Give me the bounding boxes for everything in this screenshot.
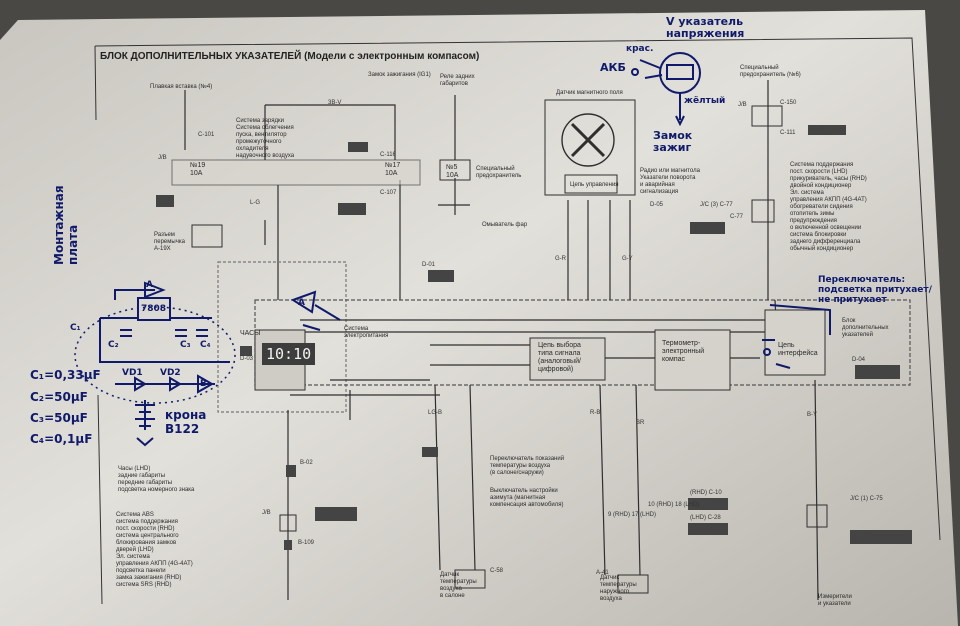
value-c4: C₄=0,1μF [30,432,93,446]
conn-c101: C-101 [198,132,215,138]
label-c1: C₁ [70,323,81,333]
meters-label: Измерители и указатели [818,594,852,607]
wire-gy: G-Y [622,256,633,262]
fuse-box-label: Плавкая вставка (№4) [150,84,213,90]
label-c4: C₄ [200,340,211,350]
washer-label: Омыватель фар [482,222,528,228]
wire-lg: L-G [250,200,261,206]
connector-glyphs [156,125,912,550]
left-list-2: Система ABS система поддержания пост. ск… [116,512,193,588]
note-switch: Переключатель: подсветка притухает/ не п… [818,275,932,305]
conn-d01: D-01 [422,262,436,268]
regulator-chip: 7808 [141,304,167,314]
wire-gr: G-R [555,256,566,262]
control-chain-label: Цепь управления [570,182,619,188]
note-yellow: жёлтый [684,96,726,106]
conn-b109: B-109 [298,540,315,546]
conn-c150: C-150 [780,100,797,106]
junction-block-bottom: J/B [262,510,271,516]
sensor-out-label: Датчик температуры наружного воздуха [600,575,637,602]
marker-a-right: A [298,298,305,308]
pin-9: 9 (RHD) 17 (LHD) [608,512,657,518]
clock-display: 10:10 [262,343,316,365]
fuse-19: №19 10A [190,162,206,177]
conn-c58: C-58 [490,568,504,574]
marker-b: B [200,379,207,389]
special-fuse-label: Специальный предохранитель (№6) [740,65,801,78]
conn-c77: C-77 [730,214,744,220]
conn-a41: A-41 [596,570,609,576]
magnetic-sensor-label: Датчик магнитного поля [556,90,623,96]
value-c2: C₂=50μF [30,390,88,404]
diode-vd2: VD2 [160,368,181,378]
conn-b02: B-02 [300,460,313,466]
sensor-in-label: Датчик температуры воздуха в салоне [440,572,477,599]
relay-tail-label: Реле задних габаритов [440,74,475,87]
conn-c28: (LHD) C-28 [690,515,721,521]
charge-systems-label: Система зарядки Система облегчения пуска… [236,118,295,159]
label-c2: C₂ [108,340,119,350]
signal-select-label: Цепь выбора типа сигнала (аналоговый/ ци… [538,342,581,373]
wire-by: B-Y [807,412,818,418]
outer-frame [94,37,941,605]
junction-block-right: J/B [738,102,747,108]
left-list-1: Часы (LHD) задние габариты передние габа… [118,466,195,493]
note-krona: крона B122 [165,408,207,436]
wire-br: BR [636,420,645,426]
note-mounting-plate: Монтажная плата [52,185,80,265]
conn-d04: D-04 [852,357,866,363]
clock-label: ЧАСЫ [240,330,261,337]
ignition-label: Замок зажигания (IG1) [368,72,431,78]
handwritten-overlay [74,52,831,447]
note-akb: АКБ [600,61,626,74]
marker-a-left: A [146,280,153,290]
temp-switch-label: Переключатель показаний температуры возд… [490,456,565,476]
conn-c111: C-111 [780,130,796,136]
conn-c116: C-116 [380,152,396,158]
note-voltage-meter: V указатель напряжения [666,15,745,40]
value-c3: C₃=50μF [30,411,88,425]
conn-c75: J/C (1) C-75 [850,496,883,502]
pin-10: 10 (RHD) 18 (LHD) [648,502,700,508]
compass-switch-label: Выключатель настройки азимута (магнитная… [490,488,564,508]
note-ignition-lock: Замок зажиг [653,129,693,154]
note-red: крас. [626,44,654,54]
conn-c107: C-107 [380,190,397,196]
thermometer-label: Термометр- электронный компас [662,340,705,363]
radio-block-label: Радио или магнитола Указатели поворота и… [640,168,700,195]
conn-d05: D-05 [650,202,664,208]
conn-d03: D-03 [240,356,254,362]
junction-block-left: J/B [158,155,167,161]
conn-c77b: J/C (3) C-77 [700,202,733,208]
fuse-5: №5 10A [446,164,459,179]
power-system-label: Система электропитания [344,326,389,339]
wire-3b-v: 3B-V [328,100,342,106]
wire-lgb: LG-B [428,410,443,416]
diode-vd1: VD1 [122,368,143,378]
jumper-label: Разъем перемычка A-19X [154,232,185,252]
aux-block-label: Блок дополнительных указателей [842,318,889,338]
conn-c10: (RHD) C-10 [690,490,722,496]
value-c1: C₁=0,33μF [30,368,101,382]
fuse-17: №17 10A [385,162,401,177]
page-title: БЛОК ДОПОЛНИТЕЛЬНЫХ УКАЗАТЕЛЕЙ (Модели с… [100,51,480,62]
wire-rb: R-B [590,410,601,416]
label-c3: C₃ [180,340,191,350]
right-systems-label: Система поддержания пост. скорости (LHD)… [790,162,867,252]
interface-label: Цепь интерфейса [778,342,818,357]
spec-fuse-label: Специальный предохранитель [476,166,522,179]
